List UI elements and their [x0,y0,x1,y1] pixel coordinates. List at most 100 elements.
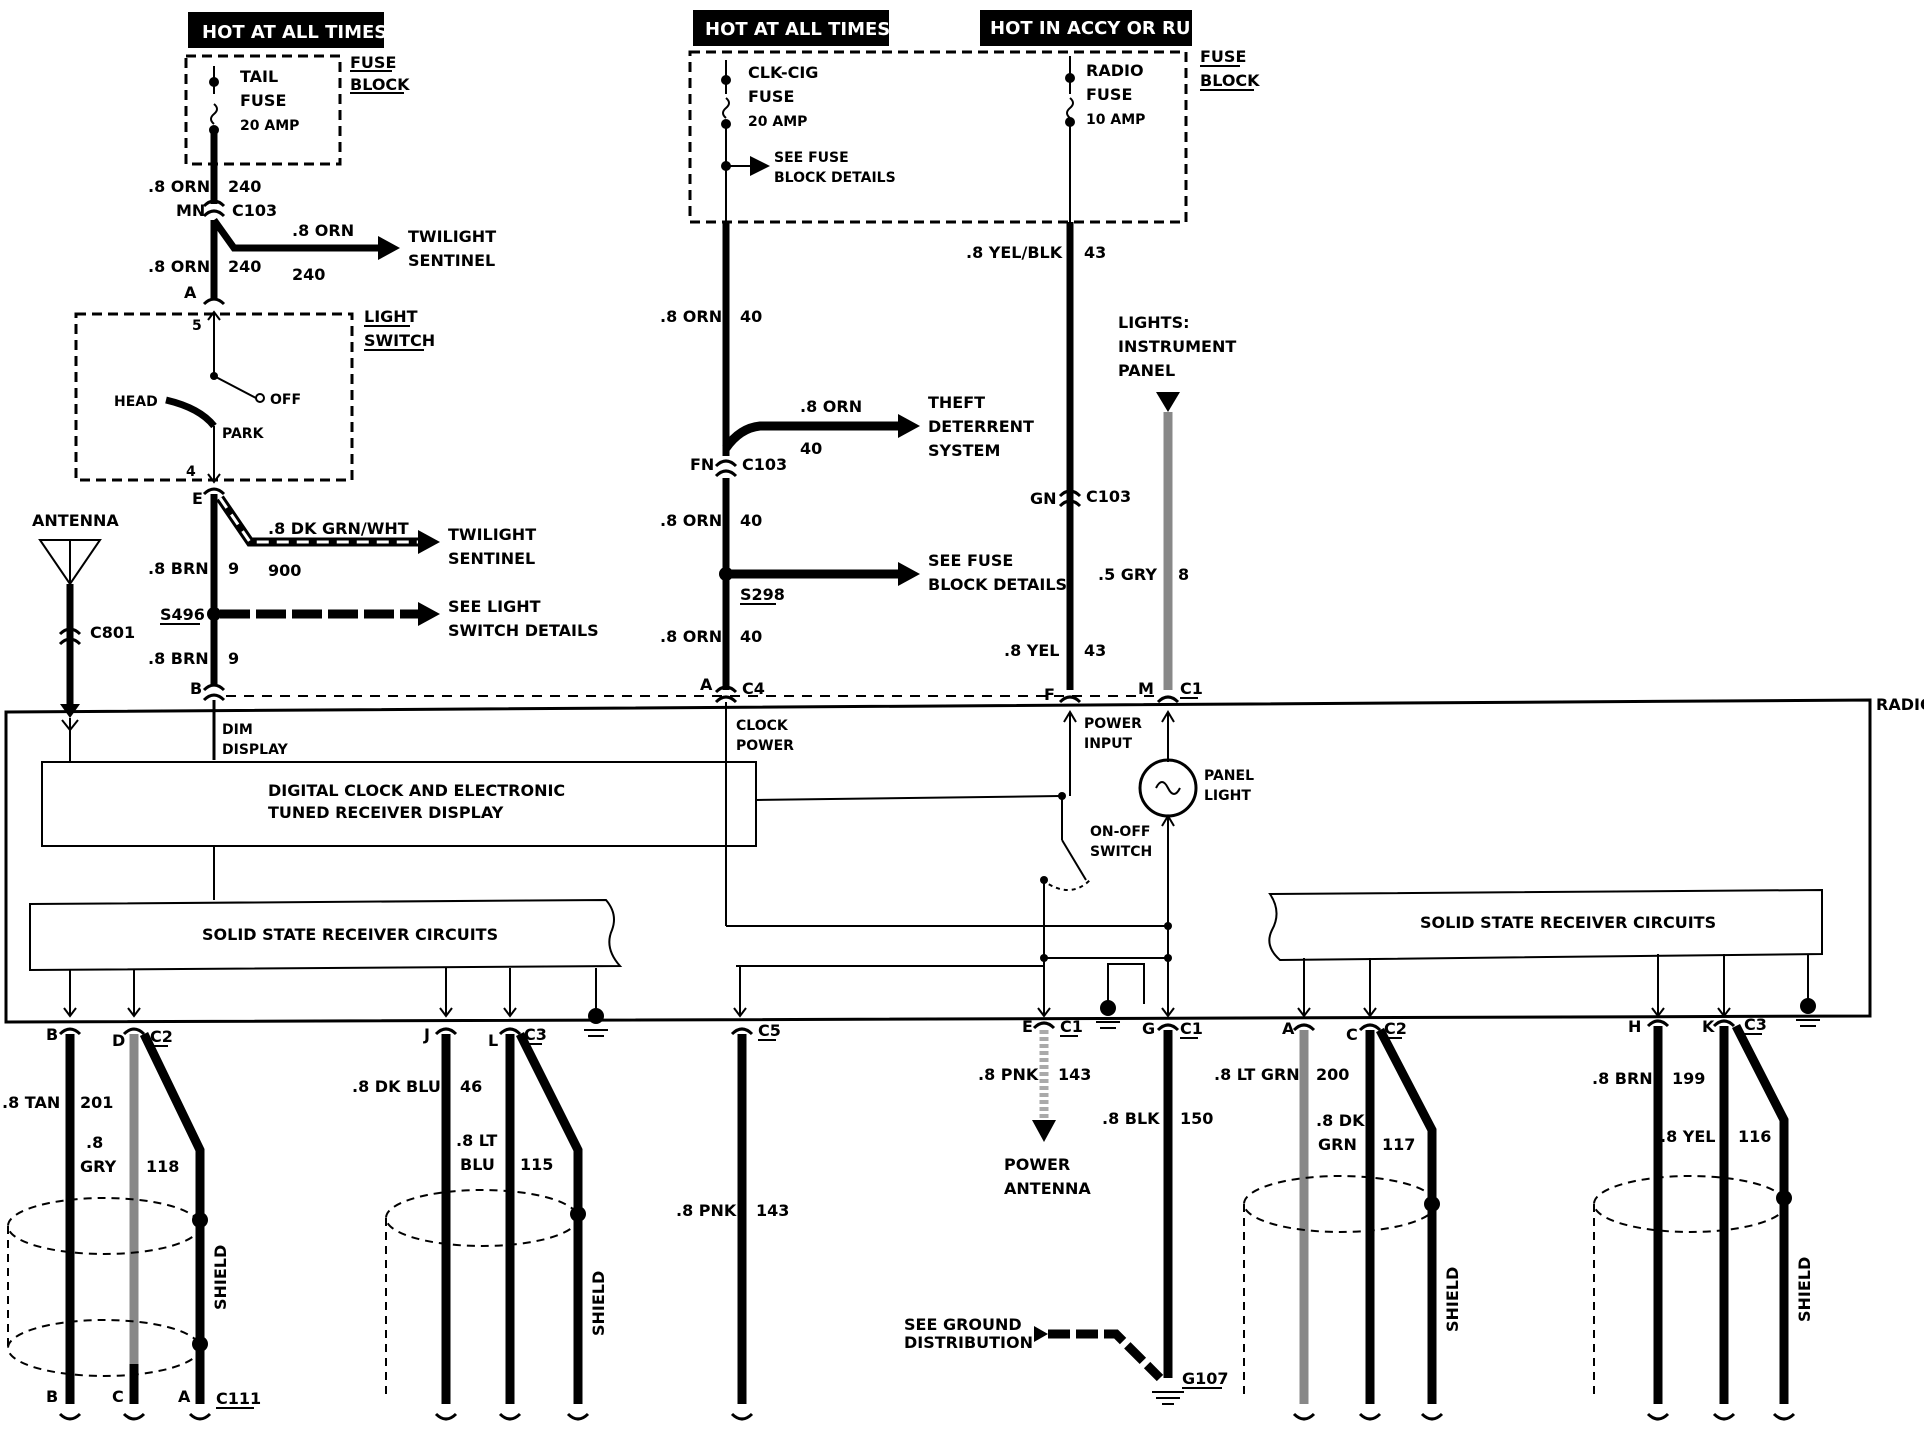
dim-display-label: DISPLAY [222,742,289,758]
wire-color: .8 YEL/BLK [966,243,1063,262]
shield-label: SHIELD [1443,1267,1462,1332]
theft-system-label: SYSTEM [928,441,1000,460]
panel-light-label: PANEL [1204,768,1254,784]
wire-color: .8 ORN [148,257,210,276]
wire-color: .8 DK BLU [352,1077,441,1096]
power-antenna-label: POWER [1004,1155,1070,1174]
tail-fuse-label: FUSE [240,91,286,110]
clk-fuse-label: FUSE [748,87,794,106]
connector-pin: C [112,1387,124,1406]
middle-fuse-block: FUSE BLOCK CLK-CIG FUSE 20 AMP SEE FUSE … [688,47,1260,224]
connector-pin: K [1702,1017,1715,1036]
tail-fuse-rating: 20 AMP [240,118,299,134]
see-fuse-label: SEE FUSE [774,150,849,166]
wire-number: 40 [740,627,762,646]
left-fuse-block: FUSE BLOCK TAIL FUSE 20 AMP [184,53,410,166]
wire-number: 9 [228,559,239,578]
bottom-c5: C5 .8 PNK 143 [676,1021,789,1421]
wire-color: .8 BRN [148,649,209,668]
theft-system-label: DETERRENT [928,417,1034,436]
connector-pin: E [192,489,203,508]
bottom-group-c2-left: B D C2 .8 TAN 201 .8 GRY 118 SHIELD B C … [2,1025,261,1421]
see-fuse-label: BLOCK DETAILS [774,170,896,186]
connector-pin: M [1138,679,1154,698]
wire-number: 240 [292,265,325,284]
wire-color: .5 GRY [1098,565,1157,584]
display-label: TUNED RECEIVER DISPLAY [268,803,504,822]
wire-color: .8 PNK [978,1065,1039,1084]
wire-number: 150 [1180,1109,1213,1128]
display-label: DIGITAL CLOCK AND ELECTRONIC [268,781,565,800]
wire-color: .8 YEL [1660,1127,1716,1146]
connector-pin: E [1022,1017,1033,1036]
clk-fuse-label: CLK-CIG [748,63,818,82]
wire-color: .8 BLK [1102,1109,1160,1128]
see-fuse-label: BLOCK DETAILS [928,575,1067,594]
wire-color: BLU [460,1155,495,1174]
clock-power-label: POWER [736,738,794,754]
wire-color: .8 LT [456,1131,497,1150]
wire-color: GRN [1318,1135,1357,1154]
connector-pin: B [190,679,202,698]
wire-number: 46 [460,1077,482,1096]
clock-power-label: CLOCK [736,718,789,734]
wire-color: .8 [86,1133,103,1152]
connector-label: C1 [1180,1019,1203,1038]
wire-color: .8 PNK [676,1201,737,1220]
connector-pin: L [488,1031,498,1050]
bottom-group-c2-right: A C C2 .8 LT GRN 200 .8 DK GRN 117 SHIEL… [1214,1019,1462,1421]
wire-number: 116 [1738,1127,1771,1146]
switch-position: OFF [270,392,301,408]
connector-pin: F [1044,685,1055,704]
connector-label: C2 [1384,1019,1407,1038]
ssr-left-label: SOLID STATE RECEIVER CIRCUITS [202,925,498,944]
wire-number: 143 [1058,1065,1091,1084]
connector-label: C103 [742,455,787,474]
wire-color: .8 ORN [292,221,354,240]
wire-number: 143 [756,1201,789,1220]
wire-number: 199 [1672,1069,1705,1088]
connector-pin: A [184,283,197,302]
bottom-group-c3-right: H K C3 .8 BRN 199 .8 YEL 116 SHIELD [1592,1015,1814,1421]
wire-color: .8 ORN [660,627,722,646]
instrument-panel-label: INSTRUMENT [1118,337,1236,356]
connector-pin: GN [1030,489,1057,508]
switch-pin: 5 [192,318,202,334]
power-input-label: POWER [1084,716,1142,732]
connector-pin: G [1142,1019,1155,1038]
hot-at-all-times-left-header: HOT AT ALL TIMES [188,12,387,48]
wire-number: 201 [80,1093,113,1112]
wire-number: 43 [1084,243,1106,262]
wire-number: 117 [1382,1135,1415,1154]
light-switch-label: LIGHT [364,307,418,326]
wire-color: GRY [80,1157,117,1176]
instrument-panel-label: PANEL [1118,361,1175,380]
on-off-switch-label: ON-OFF [1090,824,1150,840]
connector-pin: A [1282,1019,1295,1038]
twilight-sentinel-label: SENTINEL [408,251,495,270]
connector-label: C1 [1060,1017,1083,1036]
wire-color: .8 ORN [800,397,862,416]
wire-number: 43 [1084,641,1106,660]
connector-label: C5 [758,1021,781,1040]
radio-fuse-label: FUSE [1086,85,1132,104]
wire-color: .8 BRN [148,559,209,578]
wire-number: 900 [268,561,301,580]
header-text: HOT AT ALL TIMES [705,19,890,40]
clk-fuse-rating: 20 AMP [748,114,807,130]
connector-pin: D [112,1031,125,1050]
switch-position: HEAD [114,394,158,410]
wire-number: 118 [146,1157,179,1176]
connector-pin: A [700,675,713,694]
connector-pin: J [423,1025,430,1044]
shield-label: SHIELD [1795,1257,1814,1322]
power-input-label: INPUT [1084,736,1133,752]
power-antenna-label: ANTENNA [1004,1179,1091,1198]
bottom-group-c3-left: J L C3 .8 DK BLU 46 .8 LT BLU 115 SHIELD [352,1025,608,1421]
connector-label: C4 [742,679,765,698]
connector-label: C3 [524,1025,547,1044]
antenna-label: ANTENNA [32,511,119,530]
radio-unit: RADIO DIM DISPLAY CLOCK POWER POWER INPU… [4,695,1924,1037]
twilight-sentinel-label: SENTINEL [448,549,535,568]
